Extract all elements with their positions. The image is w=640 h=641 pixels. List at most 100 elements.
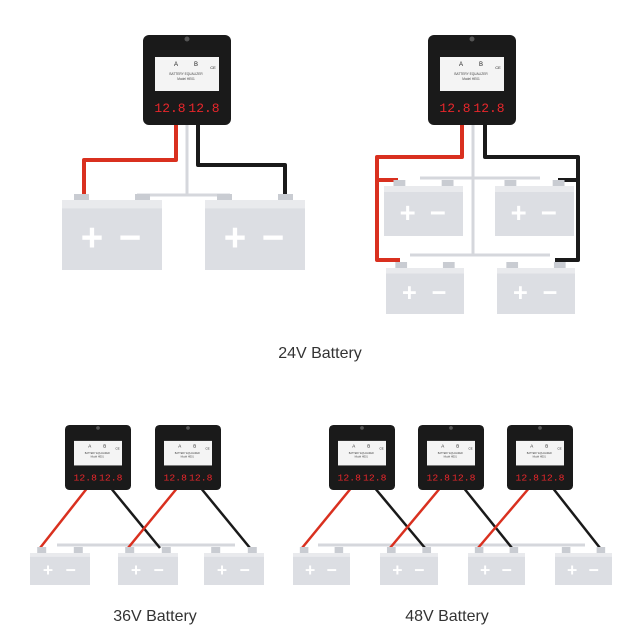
positive-terminal <box>506 262 519 270</box>
battery: +− <box>62 194 162 270</box>
negative-wire <box>199 486 251 549</box>
positive-wire <box>39 486 89 549</box>
plus-sign: + <box>217 560 227 580</box>
equalizer-title: BATTERY EQUALIZER <box>438 452 463 455</box>
battery-body <box>62 200 162 270</box>
battery: +− <box>293 547 350 585</box>
positive-wire <box>82 120 178 195</box>
equalizer-title: BATTERY EQUALIZER <box>349 452 374 455</box>
positive-terminal <box>74 194 89 202</box>
battery: +− <box>468 547 525 585</box>
negative-terminal <box>552 180 565 188</box>
mounting-hole <box>184 36 190 42</box>
positive-wire <box>477 486 531 549</box>
negative-terminal <box>161 547 171 555</box>
plus-sign: + <box>224 216 246 259</box>
battery-body <box>468 553 525 585</box>
terminal-a-label: A <box>178 443 181 448</box>
voltage-display-b: 12.8 <box>188 101 219 116</box>
minus-sign: − <box>541 197 557 228</box>
battery-body <box>205 200 305 270</box>
battery-lid <box>62 200 162 209</box>
negative-terminal <box>442 262 455 270</box>
battery-body <box>384 186 463 236</box>
positive-terminal <box>211 547 221 555</box>
mounting-hole <box>538 426 542 430</box>
positive-terminal <box>561 547 571 555</box>
plus-sign: + <box>511 197 527 228</box>
terminal-b-label: B <box>545 443 548 448</box>
voltage-display-b: 12.8 <box>452 473 476 484</box>
voltage-display-a: 12.8 <box>154 101 185 116</box>
positive-terminal <box>386 547 396 555</box>
terminal-b-label: B <box>479 62 483 68</box>
positive-terminal <box>299 547 309 555</box>
battery-lid <box>380 553 438 557</box>
equalizer-model: Model HE01 <box>533 457 547 459</box>
battery: +− <box>380 547 438 585</box>
minus-sign: − <box>327 560 337 580</box>
voltage-display-a: 12.8 <box>164 473 188 484</box>
battery: +− <box>384 180 463 236</box>
minus-sign: − <box>543 279 558 307</box>
minus-sign: − <box>430 197 446 228</box>
negative-wire <box>462 486 513 549</box>
equalizer-label <box>338 440 386 466</box>
voltage-display-a: 12.8 <box>427 473 451 484</box>
negative-wire <box>373 486 426 549</box>
equalizer-title: BATTERY EQUALIZER <box>527 452 552 455</box>
plus-sign: + <box>43 560 53 580</box>
balance-wire <box>185 120 230 197</box>
ce-mark: CE <box>210 65 216 70</box>
ce-mark: CE <box>379 447 383 451</box>
positive-terminal <box>393 180 406 188</box>
battery-body <box>204 553 264 585</box>
minus-sign: − <box>414 560 424 580</box>
voltage-display-a: 12.8 <box>439 101 470 116</box>
minus-sign: − <box>240 560 250 580</box>
terminal-a-label: A <box>88 443 91 448</box>
equalizer-model: Model HE01 <box>177 77 195 81</box>
battery-lid <box>205 200 305 209</box>
positive-terminal <box>504 180 517 188</box>
battery-body <box>495 186 574 236</box>
minus-sign: − <box>66 560 76 580</box>
equalizer-label <box>155 57 219 91</box>
battery-lid <box>495 186 574 192</box>
equalizer-model: Model HE01 <box>355 457 369 459</box>
ce-mark: CE <box>495 65 501 70</box>
battery-lid <box>118 553 178 557</box>
terminal-a-label: A <box>530 443 533 448</box>
minus-sign: − <box>119 216 141 259</box>
battery-body <box>293 553 350 585</box>
equalizer-title: BATTERY EQUALIZER <box>175 452 200 455</box>
negative-terminal <box>135 194 150 202</box>
negative-terminal <box>509 547 519 555</box>
terminal-a-label: A <box>459 62 463 68</box>
equalizer-label <box>440 57 504 91</box>
plus-sign: + <box>131 560 141 580</box>
positive-terminal <box>217 194 232 202</box>
minus-sign: − <box>262 216 284 259</box>
plus-sign: + <box>480 560 490 580</box>
negative-wire <box>196 120 287 195</box>
equalizer-model: Model HE01 <box>181 457 195 459</box>
battery: +− <box>386 262 464 314</box>
mounting-hole <box>469 36 475 42</box>
mounting-hole <box>449 426 453 430</box>
equalizer-label <box>516 440 564 466</box>
battery: +− <box>204 547 264 585</box>
minus-sign: − <box>589 560 599 580</box>
terminal-a-label: A <box>174 62 178 68</box>
equalizer-model: Model HE01 <box>444 457 458 459</box>
voltage-display-b: 12.8 <box>541 473 565 484</box>
terminal-b-label: B <box>103 443 106 448</box>
negative-terminal <box>553 262 566 270</box>
battery-lid <box>555 553 612 557</box>
voltage-display-a: 12.8 <box>516 473 540 484</box>
